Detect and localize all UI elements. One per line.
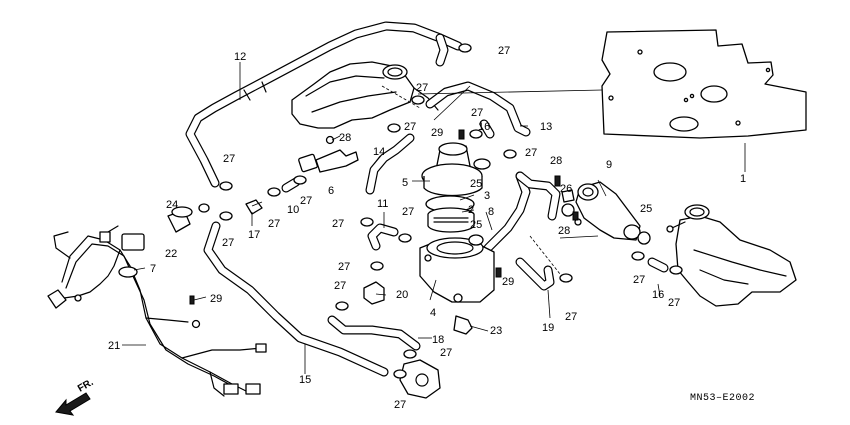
callout-27: 27 [223, 153, 235, 165]
callout-3: 3 [484, 190, 490, 202]
callouts: 27 12 27 27 13 27 29 16 28 27 14 27 28 9… [108, 45, 746, 411]
callout-17: 17 [248, 229, 260, 241]
callout-27: 27 [668, 297, 680, 309]
callout-27: 27 [498, 45, 510, 57]
callout-18: 18 [432, 334, 444, 346]
callout-27: 27 [334, 280, 346, 292]
callout-29: 29 [210, 293, 222, 305]
callout-6: 6 [328, 185, 334, 197]
callout-4: 4 [430, 307, 436, 319]
callout-12: 12 [234, 51, 246, 63]
callout-27: 27 [565, 311, 577, 323]
callout-24: 24 [166, 199, 178, 211]
callout-28: 28 [339, 132, 351, 144]
intake-manifold-top [291, 61, 439, 129]
callout-2: 2 [468, 204, 474, 216]
callout-23: 23 [490, 325, 502, 337]
intake-manifold-right [666, 204, 797, 307]
drawing-code: MN53–E2002 [690, 393, 755, 404]
callout-1: 1 [740, 173, 746, 185]
callout-5: 5 [402, 177, 408, 189]
heat-shield-plate [601, 29, 807, 139]
callout-27: 27 [416, 82, 428, 94]
callout-15: 15 [299, 374, 311, 386]
callout-13: 13 [540, 121, 552, 133]
sensor-22 [167, 203, 210, 233]
sensor-6 [298, 135, 359, 173]
hoses [185, 21, 669, 377]
thermostat-housing [419, 142, 495, 303]
callout-28: 28 [558, 225, 570, 237]
callout-16: 16 [478, 121, 490, 133]
fittings [189, 129, 579, 399]
callout-10: 10 [287, 204, 299, 216]
front-direction-arrow: FR. [55, 377, 96, 416]
callout-19: 19 [542, 322, 554, 334]
callout-27: 27 [404, 121, 416, 133]
callout-27: 27 [525, 147, 537, 159]
callout-8: 8 [488, 206, 494, 218]
callout-11: 11 [377, 198, 388, 210]
callout-7: 7 [150, 263, 156, 275]
callout-28: 28 [550, 155, 562, 167]
callout-27: 27 [332, 218, 344, 230]
callout-27: 27 [268, 218, 280, 230]
water-outlet-9 [561, 181, 651, 245]
callout-27: 27 [471, 107, 483, 119]
callout-20: 20 [396, 289, 408, 301]
callout-25: 25 [470, 219, 482, 231]
callout-27: 27 [402, 206, 414, 218]
callout-27: 27 [338, 261, 350, 273]
callout-14: 14 [373, 146, 385, 158]
callout-27: 27 [633, 274, 645, 286]
callout-29: 29 [431, 127, 443, 139]
callout-27: 27 [440, 347, 452, 359]
callout-27: 27 [300, 195, 312, 207]
callout-27: 27 [222, 237, 234, 249]
callout-29: 29 [502, 276, 514, 288]
callout-27: 27 [394, 399, 406, 411]
leader-lines [122, 62, 746, 374]
hose-clamps [219, 43, 683, 379]
callout-9: 9 [606, 159, 612, 171]
front-direction-label: FR. [76, 377, 96, 395]
callout-25: 25 [640, 203, 652, 215]
callout-21: 21 [108, 340, 120, 352]
callout-26: 26 [560, 183, 572, 195]
callout-22: 22 [165, 248, 177, 260]
callout-25: 25 [470, 178, 482, 190]
wire-harness-21 [47, 225, 267, 397]
callout-16: 16 [652, 289, 664, 301]
